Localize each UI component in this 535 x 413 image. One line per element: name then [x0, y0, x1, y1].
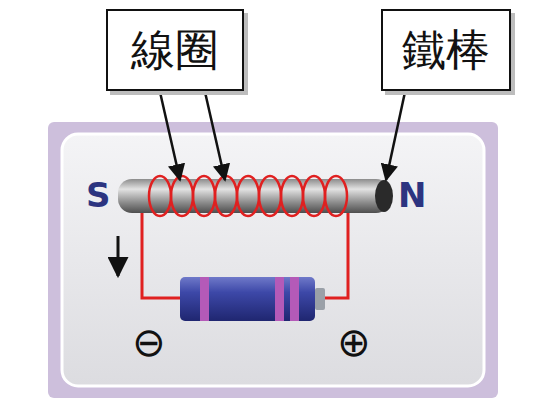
coil-loop — [149, 176, 171, 216]
rod-end — [375, 180, 393, 212]
coil-loop — [325, 176, 347, 216]
callout-box: 線圈 — [106, 9, 244, 91]
leader-line — [205, 92, 225, 180]
wire — [142, 205, 182, 298]
pole-label: N — [398, 178, 426, 212]
inner-panel — [62, 134, 484, 386]
polarity-sign: ⊖ — [132, 322, 166, 362]
battery — [180, 277, 315, 321]
callout-label: 鐵棒 — [402, 28, 490, 72]
pole-label: S — [86, 178, 111, 212]
coil-windings — [149, 176, 347, 216]
coil-loop — [193, 176, 215, 216]
battery-band — [275, 277, 284, 321]
outer-frame — [48, 122, 498, 398]
callout-label: 線圈 — [131, 28, 219, 72]
callout-box: 鐵棒 — [381, 9, 511, 91]
wire — [322, 205, 348, 298]
coil-loop — [171, 176, 193, 216]
battery-terminal — [315, 288, 325, 310]
polarity-sign: ⊕ — [337, 322, 371, 362]
battery-band — [200, 277, 209, 321]
coil-loop — [259, 176, 281, 216]
coil-loop — [303, 176, 325, 216]
coil-loop — [281, 176, 303, 216]
iron-rod — [118, 179, 390, 213]
coil-loop — [237, 176, 259, 216]
leader-line — [160, 92, 180, 180]
current-arrow — [117, 236, 120, 276]
leader-line — [386, 92, 405, 180]
coil-loop — [215, 176, 237, 216]
battery-band — [290, 277, 299, 321]
